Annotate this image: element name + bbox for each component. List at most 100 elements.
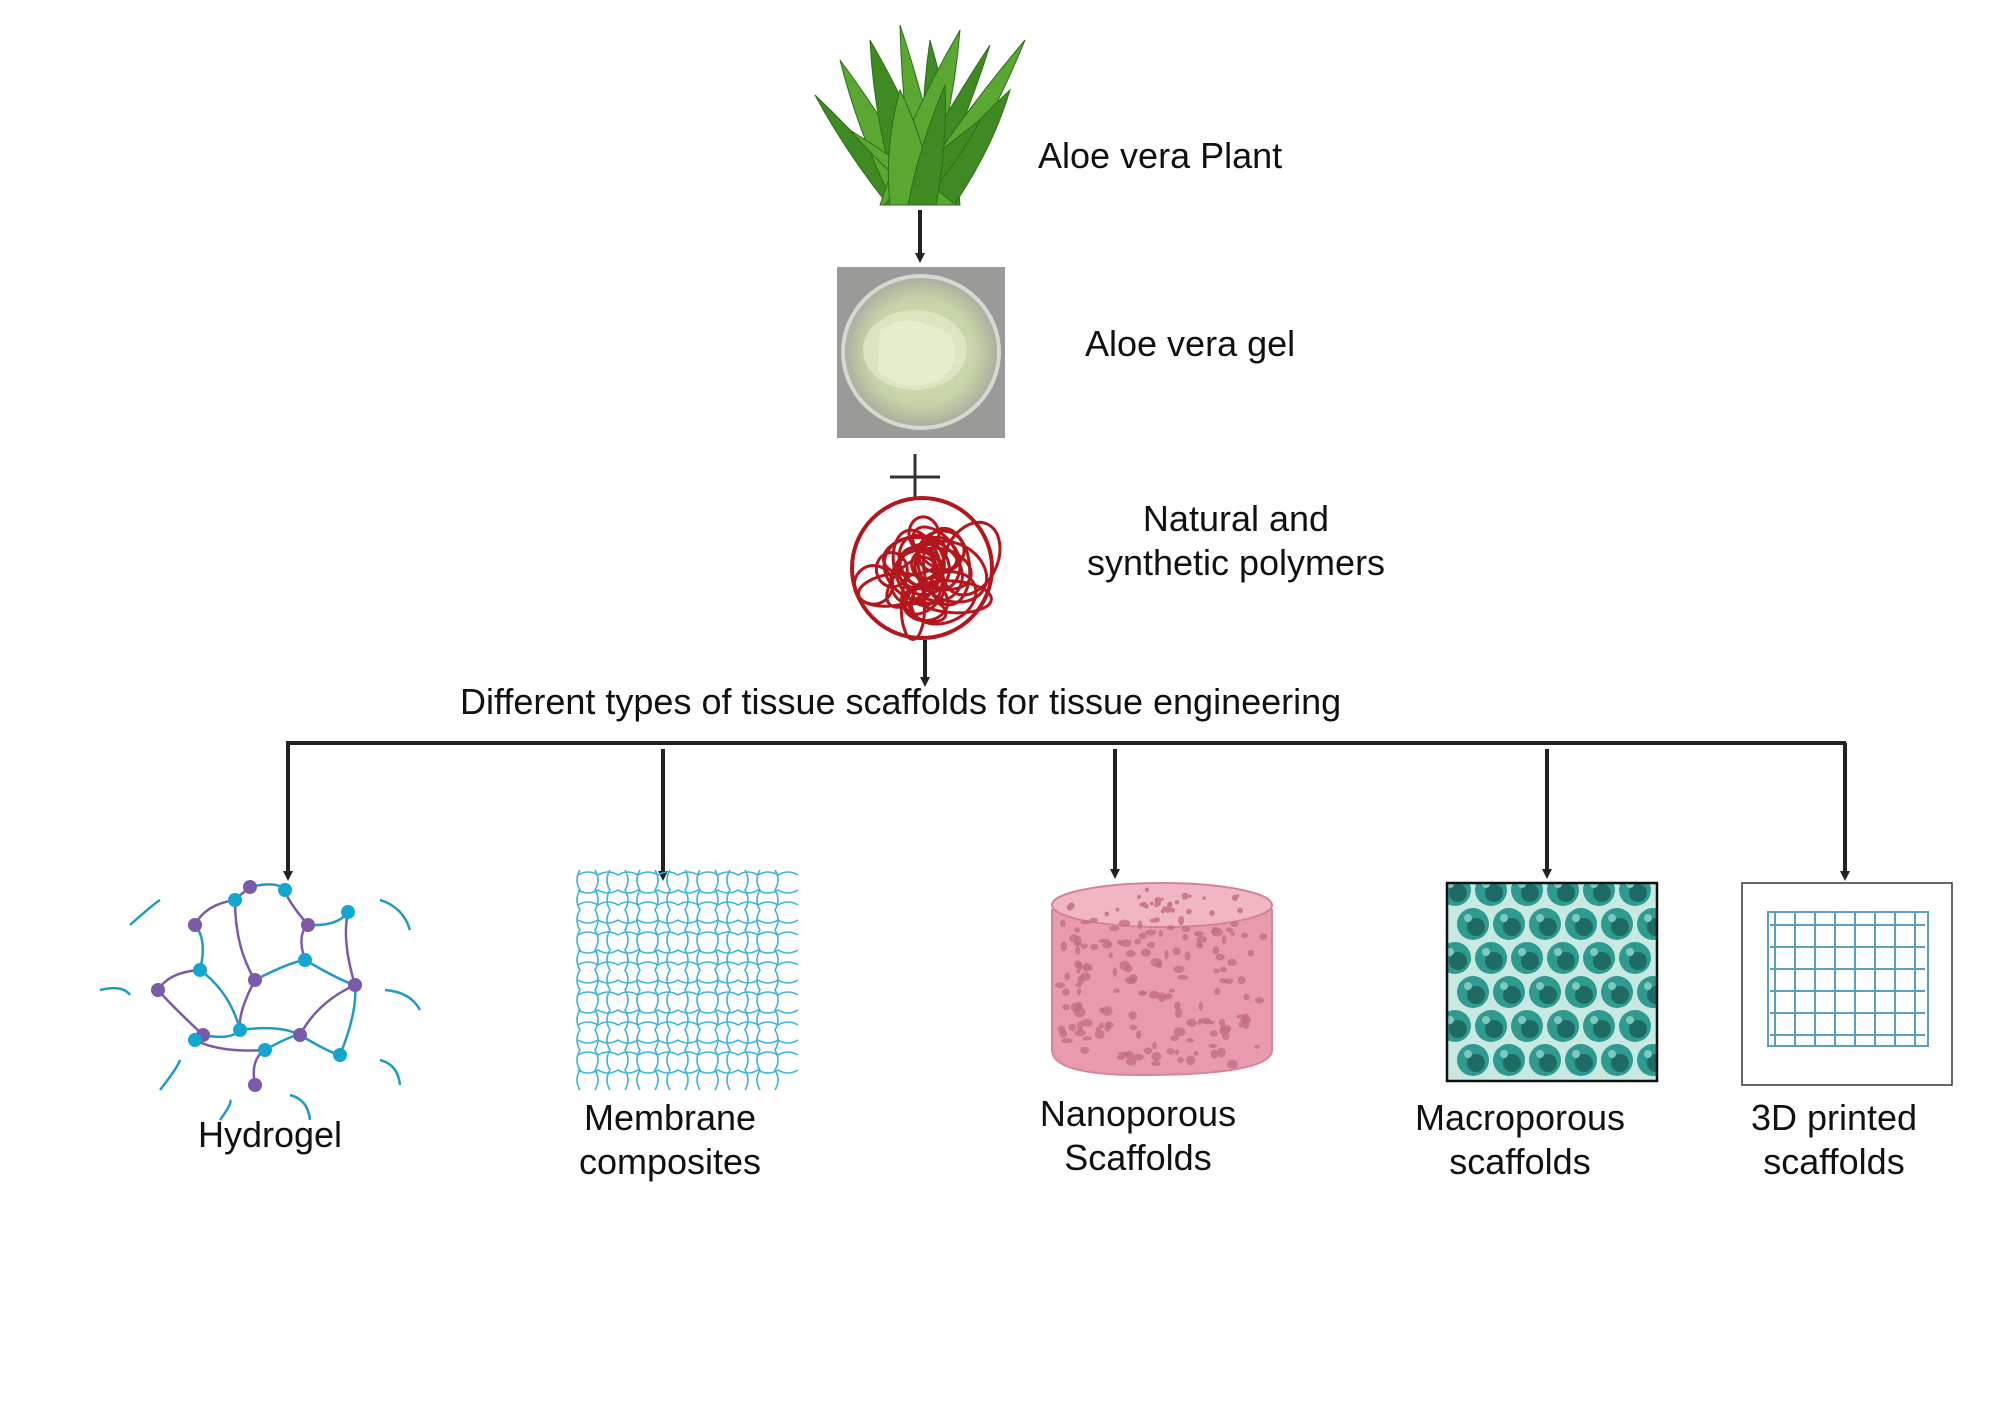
pore (1173, 965, 1185, 973)
foam-highlight (1536, 1050, 1544, 1058)
polymer-strand (909, 570, 978, 626)
membrane-fiber (577, 931, 799, 936)
pore (1175, 1008, 1183, 1018)
foam-highlight (1500, 982, 1508, 990)
pore (1115, 907, 1120, 912)
pore (1074, 927, 1080, 933)
scaffold-label-line1: 3D printed (1750, 1097, 1918, 1138)
scaffold-label-line2: Scaffolds (1064, 1137, 1212, 1178)
pore (1064, 972, 1070, 981)
scaffold-label-line2: composites (578, 1141, 762, 1182)
pore (1137, 920, 1143, 929)
membrane-fiber (576, 869, 581, 1091)
foam-frame (1445, 881, 1659, 1083)
pore (1125, 950, 1136, 958)
pore (1177, 1056, 1184, 1063)
pore (1073, 1007, 1086, 1018)
pore (1227, 958, 1237, 967)
pore (1166, 1048, 1175, 1055)
crosslink-node (258, 1043, 272, 1057)
pore (1120, 939, 1132, 947)
foam-cell-hole (1467, 918, 1485, 936)
pore (1061, 1038, 1073, 1044)
scaffolds-heading: Different types of tissue scaffolds for … (460, 681, 1342, 722)
pore (1237, 976, 1246, 985)
membrane-fiber (684, 869, 689, 1091)
pore (1129, 1024, 1138, 1031)
foam-highlight (1464, 1050, 1472, 1058)
membrane-fiber (744, 869, 749, 1091)
pore (1219, 1026, 1230, 1035)
polymers-label-line1: Natural and (1142, 498, 1330, 539)
foam-highlight (1554, 1016, 1562, 1024)
pore (1214, 987, 1221, 996)
polymer-strand (913, 539, 989, 604)
pore (1208, 1044, 1218, 1048)
pore (1217, 1047, 1226, 1058)
foam-cell-hole (1449, 884, 1467, 902)
pore (1212, 946, 1220, 955)
membrane-fiber (756, 869, 761, 1091)
hydrogel-chain (289, 1093, 312, 1121)
hydrogel-chain (193, 898, 236, 926)
pore (1095, 1026, 1100, 1033)
pore (1198, 1001, 1204, 1011)
foam-highlight (1536, 914, 1544, 922)
printed-frame (1741, 882, 1953, 1086)
foam-cell-hole (1611, 918, 1629, 936)
hydrogel-chain (194, 1038, 266, 1052)
pore (1211, 927, 1223, 937)
nanoporous-cylinder-icon (1051, 882, 1273, 1077)
polymers-label-line2: synthetic polymers (1086, 542, 1386, 583)
membrane-fiber (606, 869, 611, 1091)
scaffold-label-line1: Nanoporous (1039, 1093, 1237, 1134)
foam-cell-hole (1557, 884, 1575, 902)
hydrogel-chain (233, 899, 257, 981)
pore (1242, 1019, 1250, 1030)
pore (1210, 1049, 1219, 1059)
foam-highlight (1572, 982, 1580, 990)
pore (1254, 1044, 1260, 1049)
foam-cell-hole (1467, 986, 1485, 1004)
foam-cell-hole (1557, 952, 1575, 970)
foam-cell-hole (1647, 986, 1657, 1004)
pore (1243, 993, 1250, 1001)
foam-highlight (1447, 1016, 1454, 1024)
pore (1174, 900, 1180, 905)
membrane-fiber (654, 869, 659, 1091)
pore (1224, 978, 1234, 984)
pore (1151, 1051, 1162, 1062)
pore (1062, 988, 1070, 996)
pore (1133, 1054, 1144, 1061)
hydrogel-chain (239, 1026, 301, 1037)
pore (1118, 919, 1131, 927)
hydrogel-chain (238, 979, 257, 1031)
foam-cell-hole (1539, 918, 1557, 936)
pore (1117, 939, 1123, 946)
foam-cell-hole (1557, 1020, 1575, 1038)
membrane-fiber (594, 869, 599, 1091)
pore (1240, 932, 1249, 938)
foam-highlight (1518, 1016, 1526, 1024)
membrane-fiber (577, 1069, 799, 1074)
membrane-fiber (577, 871, 799, 876)
pore (1247, 950, 1255, 957)
pore (1164, 949, 1169, 960)
pore (1069, 934, 1079, 943)
polymers-label: Natural and synthetic polymers (1087, 497, 1385, 585)
scaffold-label-macroporous: Macroporous scaffolds (1415, 1096, 1625, 1184)
plant-leaf (907, 84, 946, 206)
aloe-vera-plant-icon (814, 24, 1026, 206)
polymer-ball-icon (850, 496, 1002, 641)
crosslink-node (233, 1023, 247, 1037)
pore (1108, 952, 1114, 959)
foam-highlight (1644, 982, 1652, 990)
pore (1076, 962, 1083, 970)
pore (1231, 894, 1238, 902)
pore (1174, 1049, 1179, 1056)
pore (1209, 910, 1215, 916)
pore (1144, 887, 1150, 892)
foam-highlight (1500, 914, 1508, 922)
pore (1193, 931, 1204, 937)
membrane-fiber (636, 869, 641, 1091)
